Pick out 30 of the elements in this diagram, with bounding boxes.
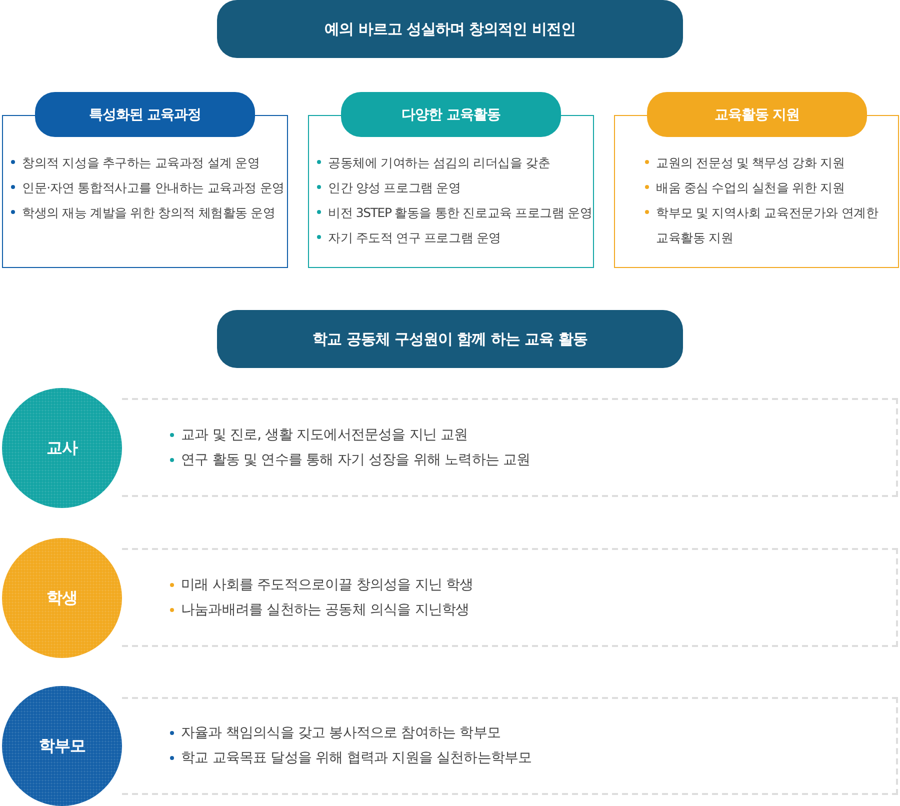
list-item: 나눔과배려를 실천하는 공동체 의식을 지닌학생	[181, 602, 470, 618]
heading-banner: 학교 공동체 구성원이 함께 하는 교육 활동	[217, 310, 683, 368]
card-header: 특성화된 교육과정	[35, 92, 255, 137]
description-panel	[122, 548, 898, 647]
info-card	[2, 92, 288, 268]
list-item: 학교 교육목표 달성을 위해 협력과 지원을 실천하는학부모	[181, 750, 532, 766]
role-circle: 학생	[2, 538, 122, 658]
list-item: 공동체에 기여하는 섬김의 리더십을 갖춘	[328, 155, 550, 170]
role-circle: 교사	[2, 388, 122, 508]
list-item: 미래 사회를 주도적으로이끌 창의성을 지닌 학생	[181, 576, 474, 592]
card-header: 교육활동 지원	[647, 92, 867, 137]
list-item: 자율과 책임의식을 갖고 봉사적으로 참여하는 학부모	[181, 725, 500, 741]
card-header: 다양한 교육활동	[341, 92, 561, 137]
info-card	[614, 92, 899, 268]
list-item: 학부모 및 지역사회 교육전문가와 연계한 교육활동 지원	[656, 205, 878, 245]
list-item: 교원의 전문성 및 책무성 강화 지원	[656, 155, 845, 170]
list-item: 교과 및 진로, 생활 지도에서전문성을 지닌 교원	[181, 426, 468, 442]
list-item: 학생의 재능 계발을 위한 창의적 체험활동 운영	[22, 205, 276, 220]
list-item: 배움 중심 수업의 실천을 위한 지원	[656, 180, 845, 195]
list-item: 자기 주도적 연구 프로그램 운영	[328, 230, 501, 245]
description-panel	[122, 697, 898, 795]
role-circle: 학부모	[2, 686, 122, 806]
info-card	[308, 92, 594, 268]
list-item: 비전 3STEP 활동을 통한 진로교육 프로그램 운영	[328, 205, 592, 220]
list-item: 창의적 지성을 추구하는 교육과정 설계 운영	[22, 155, 260, 170]
list-item: 인간 양성 프로그램 운영	[328, 180, 461, 195]
description-panel	[122, 398, 898, 497]
list-item: 연구 활동 및 연수를 통해 자기 성장을 위해 노력하는 교원	[181, 452, 530, 468]
heading-banner: 예의 바르고 성실하며 창의적인 비전인	[217, 0, 683, 58]
list-item: 인문·자연 통합적사고를 안내하는 교육과정 운영	[22, 180, 284, 195]
